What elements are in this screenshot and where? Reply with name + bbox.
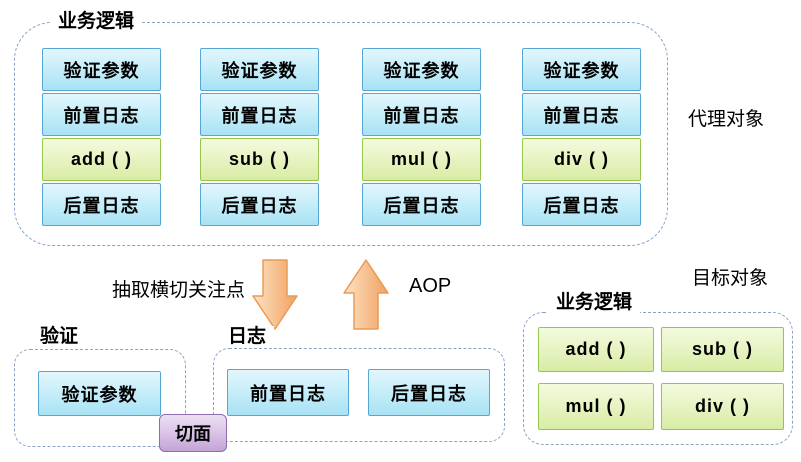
proxy-method-column-sub: 验证参数 前置日志 sub ( ) 后置日志: [200, 48, 319, 228]
up-arrow-icon: [343, 259, 389, 331]
down-arrow-icon: [252, 259, 298, 331]
validate-params-box: 验证参数: [362, 48, 481, 91]
post-log-box: 后置日志: [362, 183, 481, 226]
sub-method-box: sub ( ): [661, 327, 784, 372]
logging-label: 日志: [220, 326, 275, 348]
proxy-method-column-mul: 验证参数 前置日志 mul ( ) 后置日志: [362, 48, 481, 228]
post-log-box: 后置日志: [42, 183, 161, 226]
validate-params-box: 验证参数: [42, 48, 161, 91]
post-log-box: 后置日志: [368, 369, 490, 416]
proxy-object-container: [14, 22, 668, 246]
pre-log-box: 前置日志: [362, 93, 481, 136]
logging-aspect-container: [213, 348, 505, 442]
target-object-container: [523, 312, 793, 445]
validate-params-box: 验证参数: [522, 48, 641, 91]
aop-label: AOP: [409, 275, 452, 297]
mul-method-box: mul ( ): [362, 138, 481, 181]
div-method-box: div ( ): [522, 138, 641, 181]
validate-params-box: 验证参数: [38, 371, 161, 416]
pre-log-box: 前置日志: [200, 93, 319, 136]
mul-method-box: mul ( ): [538, 383, 654, 430]
pre-log-box: 前置日志: [522, 93, 641, 136]
proxy-container-label: 业务逻辑: [50, 11, 143, 33]
sub-method-box: sub ( ): [200, 138, 319, 181]
validate-params-box: 验证参数: [200, 48, 319, 91]
validation-label: 验证: [32, 326, 87, 348]
pre-log-box: 前置日志: [42, 93, 161, 136]
add-method-box: add ( ): [42, 138, 161, 181]
target-object-label: 目标对象: [692, 268, 769, 289]
post-log-box: 后置日志: [200, 183, 319, 226]
validation-aspect-container: [14, 349, 186, 447]
aspect-badge: 切面: [159, 414, 227, 452]
proxy-object-label: 代理对象: [688, 109, 765, 130]
pre-log-box: 前置日志: [227, 369, 349, 416]
proxy-method-column-add: 验证参数 前置日志 add ( ) 后置日志: [42, 48, 161, 228]
div-method-box: div ( ): [661, 383, 784, 430]
extract-crosscut-label: 抽取横切关注点: [112, 280, 246, 301]
proxy-method-column-div: 验证参数 前置日志 div ( ) 后置日志: [522, 48, 641, 228]
add-method-box: add ( ): [538, 327, 654, 372]
target-container-label: 业务逻辑: [548, 292, 641, 314]
post-log-box: 后置日志: [522, 183, 641, 226]
